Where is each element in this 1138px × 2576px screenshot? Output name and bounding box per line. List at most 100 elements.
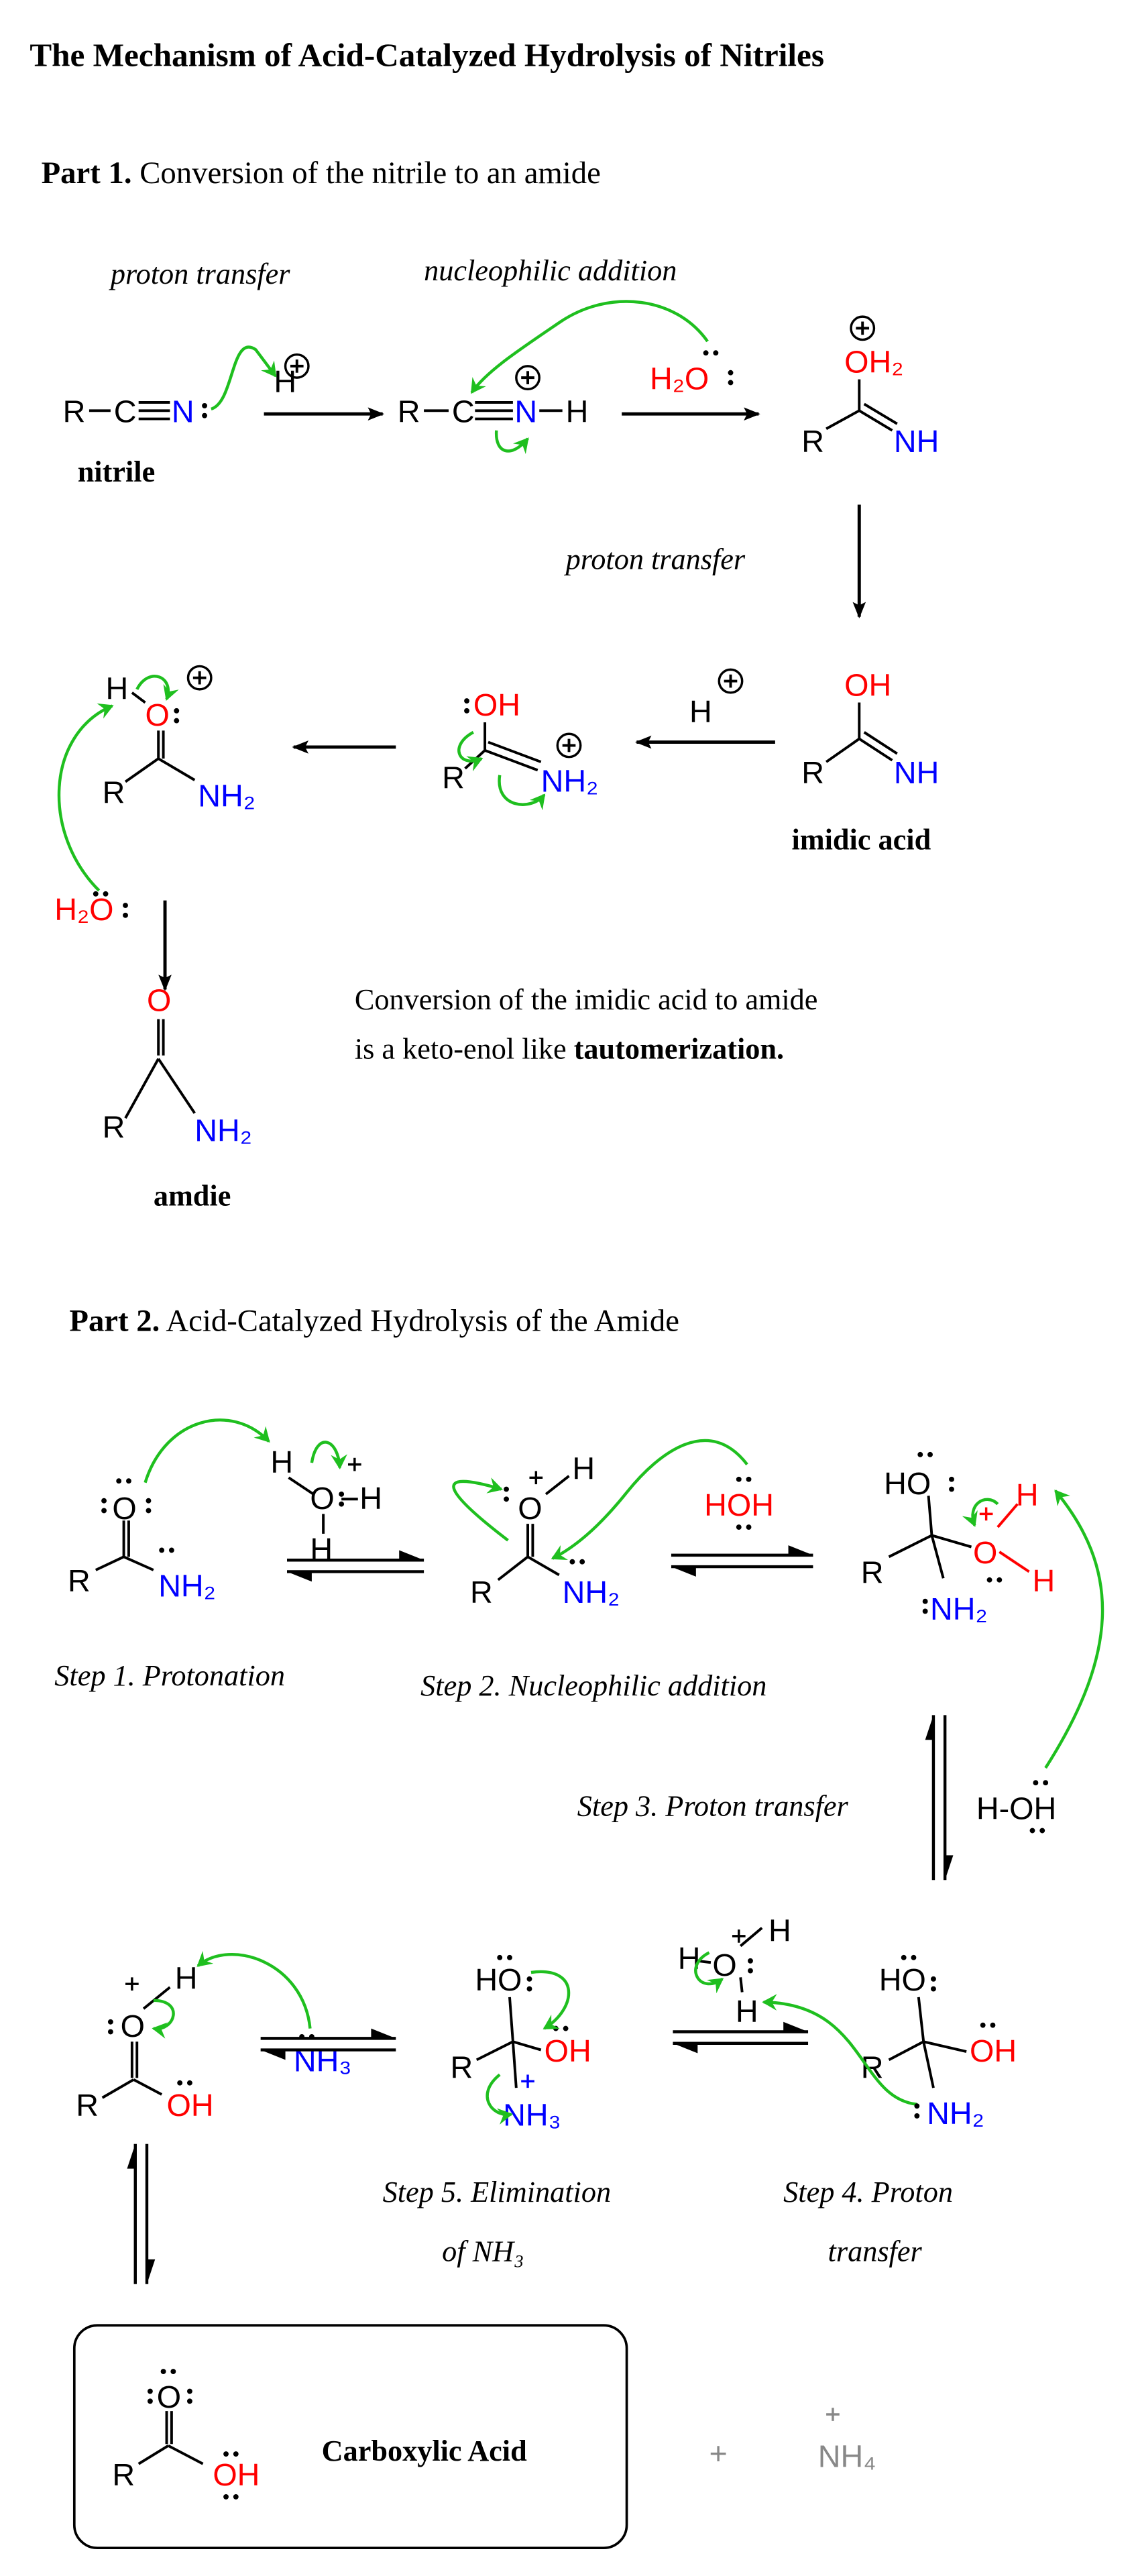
atom-nh2: NH₂	[927, 2096, 984, 2131]
lone-pair-dot	[339, 1501, 345, 1507]
lone-pair-dot	[223, 2494, 229, 2500]
lone-pair-dot	[170, 2369, 176, 2375]
atom-h: H	[689, 694, 712, 729]
lone-pair-dot	[123, 903, 128, 908]
atom-oh2: OH₂	[844, 345, 903, 380]
atom-o: O	[157, 2379, 181, 2414]
lone-pair-dot	[202, 412, 207, 418]
name-imidic-acid: imidic acid	[791, 823, 931, 856]
lone-pair-dot	[728, 380, 734, 386]
atom-oh: OH	[166, 2088, 213, 2123]
bond	[917, 1997, 925, 2042]
part2-heading-text: Acid-Catalyzed Hydrolysis of the Amide	[160, 1303, 679, 1338]
lone-pair-dot	[464, 708, 469, 714]
curved-arrow-icon	[470, 300, 709, 394]
bond	[858, 737, 893, 762]
atom-o: O	[973, 1535, 997, 1570]
atom-nh: NH	[894, 424, 939, 459]
bond	[142, 1986, 171, 2010]
part1-heading-text: Conversion of the nitrile to an amide	[132, 156, 601, 190]
curved-arrow-icon	[457, 730, 483, 772]
lone-pair-dot	[93, 891, 99, 897]
lone-pair-dot	[168, 1547, 174, 1553]
atom-h: H	[359, 1481, 382, 1516]
product-name: Carboxylic Acid	[322, 2434, 527, 2467]
equilibrium-arrow	[399, 1550, 424, 1561]
atom-h: H	[566, 394, 589, 429]
atom-c: C	[452, 394, 475, 429]
lone-pair-dot	[174, 708, 180, 714]
label-step-5-line-1: Step 5. Elimination	[383, 2176, 611, 2208]
atom-oh: OH	[545, 2033, 591, 2068]
curved-arrow-icon	[486, 2073, 513, 2125]
bond	[923, 2040, 967, 2053]
lone-pair-dot	[526, 1986, 532, 1992]
bond	[137, 2445, 169, 2465]
curved-arrow-icon	[310, 1441, 347, 1469]
atom-r: R	[442, 760, 465, 795]
lone-pair-dot	[553, 2025, 559, 2031]
bond	[168, 2444, 204, 2465]
water-hoh: HOH	[704, 1488, 774, 1522]
lone-pair-dot	[1029, 1828, 1035, 1834]
atom-oh: OH	[844, 668, 891, 703]
positive-charge-icon	[186, 665, 213, 691]
atom-r: R	[801, 424, 824, 459]
label-step-4-line-1: Step 4. Proton	[783, 2176, 953, 2208]
atom-h: H	[1016, 1477, 1039, 1512]
lone-pair-dot	[146, 1498, 152, 1504]
water-label: H₂O	[54, 892, 113, 927]
equilibrium-arrow	[671, 1567, 696, 1577]
bond	[863, 731, 898, 755]
lone-pair-dot	[911, 1954, 917, 1960]
lone-pair-dot	[931, 1976, 936, 1982]
atom-r: R	[68, 1563, 91, 1598]
lone-pair-dot	[713, 350, 719, 356]
bond	[826, 409, 860, 431]
bond	[888, 1534, 933, 1559]
label-nucleophilic-addition: nucleophilic addition	[424, 254, 677, 287]
lone-pair-dot	[728, 370, 734, 376]
atom-n: N	[172, 394, 194, 429]
lone-pair-dot	[1039, 1828, 1045, 1834]
bond	[527, 1555, 560, 1577]
label-step-4-line-2: transfer	[828, 2235, 923, 2267]
atom-r: R	[861, 1555, 884, 1590]
lone-pair-dot	[497, 1954, 503, 1960]
part1-label: Part 1.	[42, 156, 132, 190]
bond	[124, 1058, 160, 1119]
atom-nh2: NH₂	[563, 1575, 620, 1610]
curved-arrow-icon	[962, 1498, 999, 1527]
lone-pair-dot	[986, 1577, 992, 1583]
bond	[131, 691, 146, 704]
bond	[739, 1927, 763, 1948]
lone-pair-dot	[563, 2025, 569, 2031]
atom-nh2: NH₂	[198, 778, 255, 813]
equilibrium-arrow	[925, 1715, 933, 1740]
bond	[739, 1977, 744, 1993]
positive-charge-icon	[556, 732, 582, 759]
lone-pair-dot	[990, 2022, 996, 2028]
name-amide: amdie	[154, 1180, 231, 1213]
atom-o: O	[310, 1481, 334, 1516]
bond	[888, 2040, 925, 2062]
curved-arrow-icon	[762, 1994, 917, 2106]
atom-h: H	[1032, 1563, 1055, 1598]
lone-pair-dot	[339, 1491, 345, 1497]
atom-oh: OH	[213, 2457, 260, 2492]
lone-pair-dot	[736, 1476, 742, 1482]
curved-arrow-icon	[452, 1477, 509, 1542]
atom-nh2: NH₂	[158, 1568, 216, 1603]
bond	[484, 749, 538, 772]
lone-pair-dot	[526, 1976, 532, 1982]
atom-r: R	[861, 2050, 884, 2084]
curved-arrow-icon	[210, 345, 277, 410]
marks-layer	[57, 300, 1104, 2500]
curved-arrow-icon	[57, 703, 114, 892]
bond	[931, 1534, 972, 1549]
lone-pair-dot	[107, 2029, 113, 2035]
atom-o: O	[146, 697, 170, 732]
lone-pair-dot	[579, 1559, 585, 1565]
lone-pair-dot	[901, 1954, 907, 1960]
lone-pair-dot	[146, 1508, 152, 1514]
